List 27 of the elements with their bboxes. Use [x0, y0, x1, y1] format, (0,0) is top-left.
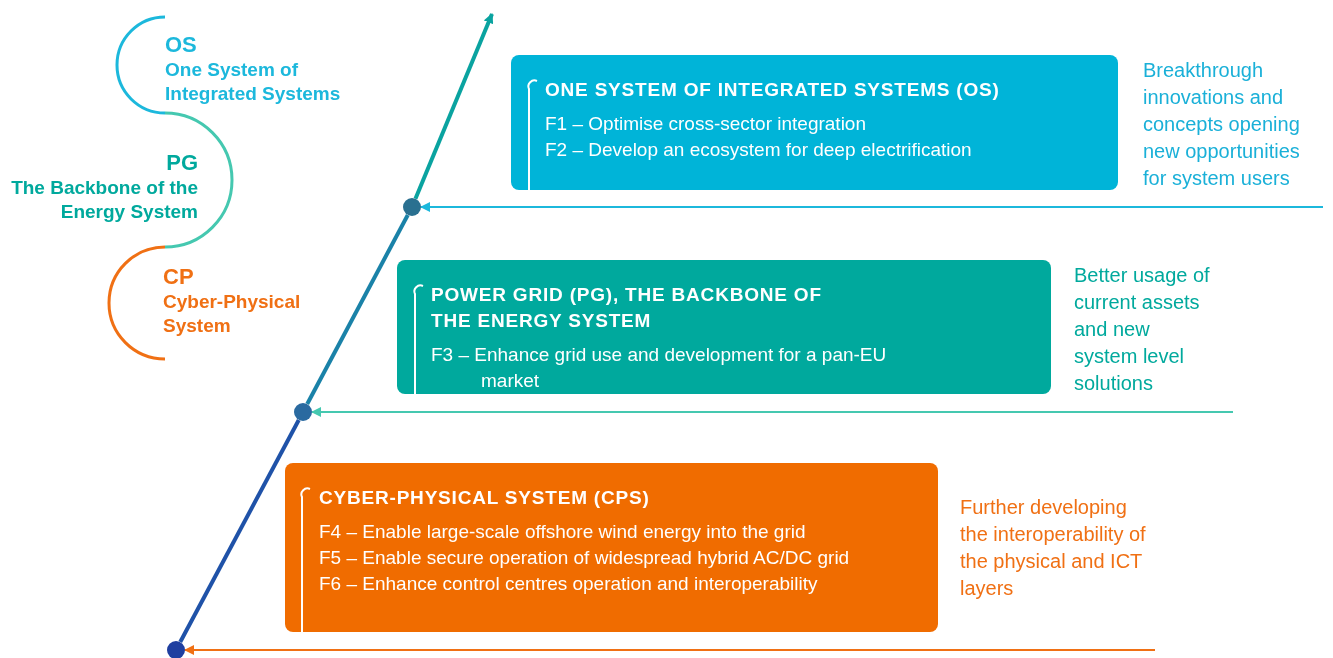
area-label: One System of Integrated Systems — [165, 58, 342, 106]
area-label: The Backbone of the Energy System — [10, 176, 198, 224]
focus-item: F1 – Optimise cross-sector integration — [545, 112, 867, 136]
outcome-note: Further developing the interoperability of the physical and ICT layers — [960, 495, 1147, 601]
milestone-dot — [294, 403, 312, 421]
area-label: Cyber-Physical System — [163, 290, 302, 338]
arrow — [184, 645, 1156, 655]
arrow — [413, 13, 494, 200]
area-box — [511, 55, 1118, 190]
focus-item: F6 – Enhance control centres operation and interoperability — [319, 572, 819, 596]
outcome-note: Breakthrough innovations and concepts opening new opportunities for system users — [1143, 58, 1301, 191]
box-title: POWER GRID (PG), THE BACKBONE OF THE ENERGY SYSTEM — [431, 283, 823, 333]
abbreviation-label: OS — [165, 32, 198, 58]
focus-item: F2 – Develop an ecosystem for deep electrification — [545, 138, 973, 162]
arrow — [311, 407, 1234, 417]
abbreviation-label: CP — [163, 264, 195, 290]
focus-item: F3 – Enhance grid use and development for a pan-EU market — [431, 343, 888, 393]
focus-item: F5 – Enable secure operation of widespread hybrid AC/DC grid — [319, 546, 851, 570]
area-box — [285, 463, 938, 632]
focus-item: F4 – Enable large-scale offshore wind energy into the grid — [319, 520, 807, 544]
milestone-dot — [403, 198, 421, 216]
arrow — [420, 202, 1324, 212]
abbreviation-label: PG — [165, 150, 198, 176]
box-title: CYBER-PHYSICAL SYSTEM (CPS) — [319, 486, 651, 510]
box-title: ONE SYSTEM OF INTEGRATED SYSTEMS (OS) — [545, 78, 1001, 102]
area-box — [397, 260, 1051, 394]
outcome-note: Better usage of current assets and new system level solutions — [1074, 263, 1211, 396]
